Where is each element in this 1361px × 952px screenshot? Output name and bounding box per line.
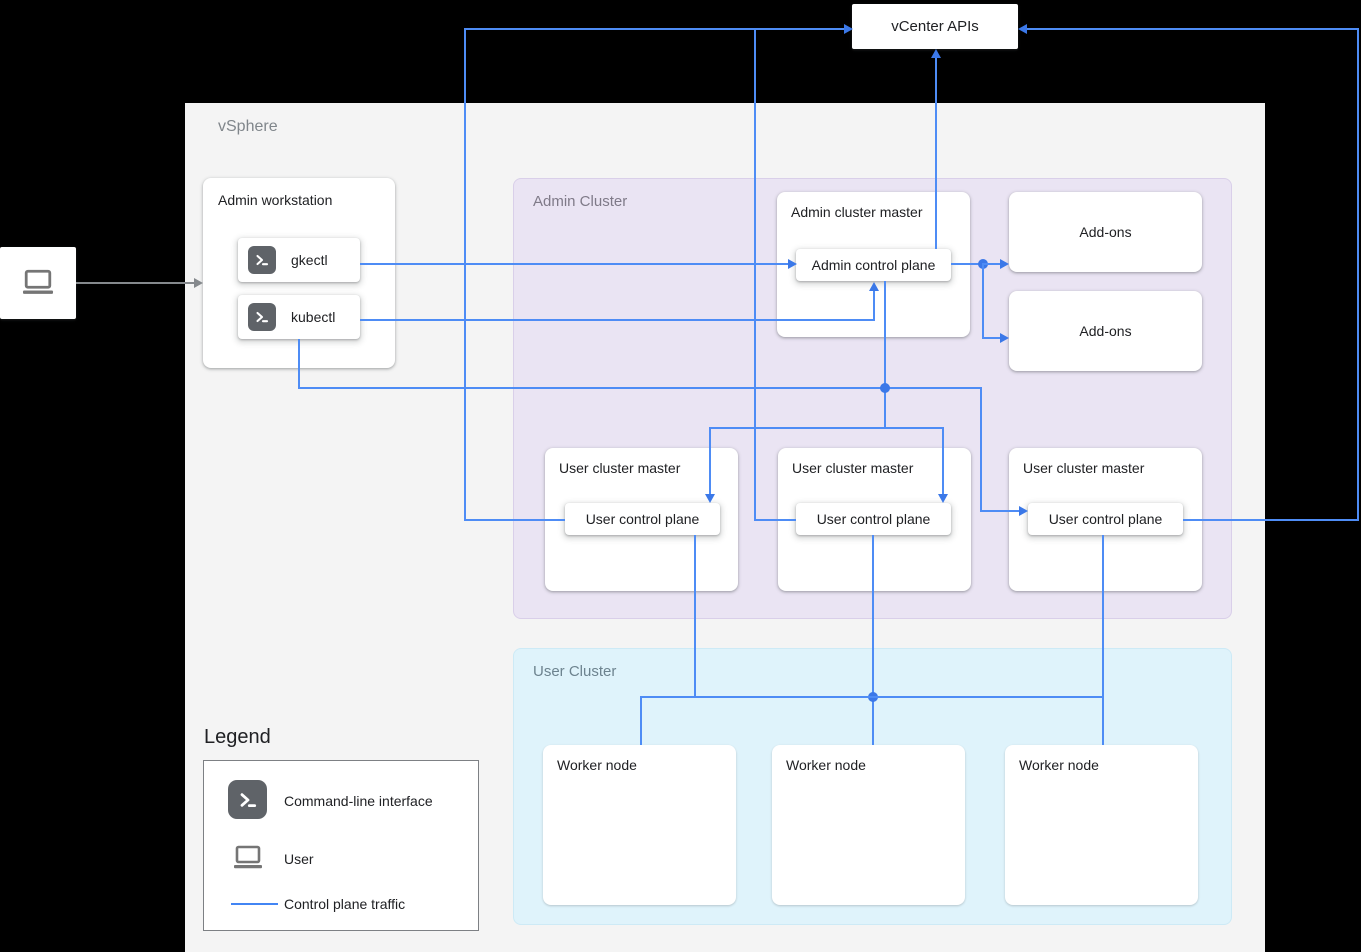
worker-node-1: Worker node xyxy=(543,745,736,905)
user-cluster-master-title: User cluster master xyxy=(1023,460,1145,476)
admin-control-plane-label: Admin control plane xyxy=(811,257,936,273)
legend-cli-label: Command-line interface xyxy=(284,793,433,809)
legend-traffic-label: Control plane traffic xyxy=(284,896,406,912)
vcenter-apis-node: vCenter APIs xyxy=(852,4,1018,49)
addons-node-2: Add-ons xyxy=(1009,291,1202,371)
user-control-plane-label: User control plane xyxy=(585,511,700,527)
terminal-icon xyxy=(248,303,276,331)
user-source-box xyxy=(0,247,76,319)
kubectl-label: kubectl xyxy=(291,309,336,325)
terminal-icon xyxy=(248,246,276,274)
edge-ucp3-to-vcenter-top-right xyxy=(1027,28,1359,30)
laptop-icon xyxy=(231,844,265,872)
vsphere-label: vSphere xyxy=(218,118,278,135)
user-control-plane-chip-2: User control plane xyxy=(796,503,951,535)
vcenter-apis-label: vCenter APIs xyxy=(891,18,979,35)
user-cluster-master-title: User cluster master xyxy=(559,460,681,476)
admin-control-plane-chip: Admin control plane xyxy=(796,249,951,281)
user-control-plane-chip-1: User control plane xyxy=(565,503,720,535)
user-control-plane-label: User control plane xyxy=(1048,511,1163,527)
addons-label: Add-ons xyxy=(1079,323,1132,339)
addons-label: Add-ons xyxy=(1079,224,1132,240)
legend-title: Legend xyxy=(204,726,271,748)
admin-cluster-master-title: Admin cluster master xyxy=(791,204,923,220)
worker-node-label: Worker node xyxy=(557,757,637,773)
arrowhead-into-vcenter-bottom xyxy=(931,49,941,58)
terminal-icon xyxy=(228,780,267,819)
worker-node-3: Worker node xyxy=(1005,745,1198,905)
legend-user-label: User xyxy=(284,851,314,867)
worker-node-2: Worker node xyxy=(772,745,965,905)
edge-ucp3-vertical-rail xyxy=(1357,28,1359,521)
edge-ucp-to-vcenter-top-left xyxy=(464,28,844,30)
edge-user-to-vsphere xyxy=(76,282,194,284)
kubectl-tool: kubectl xyxy=(238,295,360,339)
user-cluster-master-title: User cluster master xyxy=(792,460,914,476)
arrowhead-into-vcenter-right xyxy=(1018,24,1027,34)
user-cluster-label: User Cluster xyxy=(533,663,617,680)
legend-box: Command-line interface User Control plan… xyxy=(203,760,479,931)
laptop-icon xyxy=(19,268,57,298)
gkectl-label: gkectl xyxy=(291,252,328,268)
admin-cluster-label: Admin Cluster xyxy=(533,193,628,210)
worker-node-label: Worker node xyxy=(786,757,866,773)
gkectl-tool: gkectl xyxy=(238,238,360,282)
user-control-plane-label: User control plane xyxy=(816,511,931,527)
addons-node-1: Add-ons xyxy=(1009,192,1202,272)
admin-workstation-title: Admin workstation xyxy=(218,192,333,208)
control-plane-traffic-line-sample xyxy=(231,903,278,905)
user-control-plane-chip-3: User control plane xyxy=(1028,503,1183,535)
worker-node-label: Worker node xyxy=(1019,757,1099,773)
